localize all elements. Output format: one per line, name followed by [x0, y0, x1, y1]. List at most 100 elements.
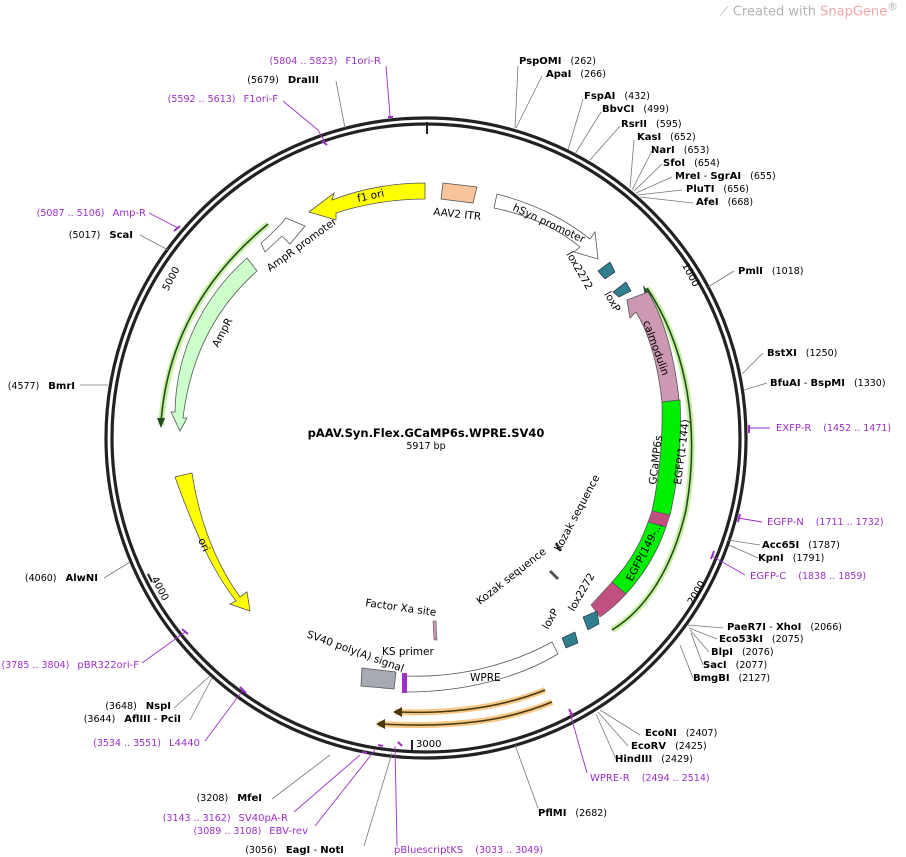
plasmid-length: 5917 bp — [406, 441, 445, 452]
enzyme-kpni[interactable]: KpnI(1791) — [758, 553, 824, 564]
plasmid-name: pAAV.Syn.Flex.GCaMP6s.WPRE.SV40 — [308, 426, 545, 440]
gcamp-tail-feature[interactable] — [590, 581, 627, 618]
primer-marks — [173, 116, 750, 754]
enzyme-apai[interactable]: ApaI(266) — [546, 69, 606, 80]
snapgene-logo-icon: ⟋ — [719, 4, 729, 20]
watermark-prefix: Created with — [732, 4, 821, 20]
enzyme-saci[interactable]: SacI(2077) — [703, 660, 767, 671]
highlight-arrow-a-strand — [397, 689, 546, 714]
primer-ebv-rev[interactable]: (3089 .. 3108)EBV-rev — [193, 826, 308, 837]
enzyme-labels-right: PspOMI(262) ApaI(266) FspAI(432) BbvCI(4… — [519, 56, 886, 819]
highlight-arrow-a-head — [393, 707, 402, 717]
ampr-strand-head — [157, 418, 165, 428]
enzyme-eagi-noti[interactable]: (3056)EagI - NotI — [245, 845, 344, 856]
hsyn-promoter-label: hSyn promoter — [511, 202, 588, 246]
enzyme-kasi[interactable]: KasI(652) — [637, 132, 696, 143]
enzyme-scai[interactable]: (5017)ScaI — [69, 230, 133, 241]
enzyme-fspai[interactable]: FspAI(432) — [584, 91, 650, 102]
primer-egfp-c[interactable]: EGFP-C(1838 .. 1859) — [750, 571, 866, 582]
enzyme-acc65i[interactable]: Acc65I(1787) — [762, 540, 840, 551]
primer-pbr322ori-f[interactable]: (3785 .. 3804)pBR322ori-F — [2, 660, 140, 671]
enzyme-pflmi[interactable]: PflMI(2682) — [538, 808, 607, 819]
enzyme-mrei-sgrai[interactable]: MreI - SgrAI(655) — [675, 171, 776, 182]
enzyme-bfuai-bspmi[interactable]: BfuAI - BspMI(1330) — [770, 378, 886, 389]
enzyme-afei[interactable]: AfeI(668) — [696, 197, 753, 208]
enzyme-eco53ki[interactable]: Eco53kI(2075) — [719, 634, 804, 645]
ampr-promoter-feature[interactable] — [260, 217, 306, 253]
primer-pbluescriptks[interactable]: pBluescriptKS(3033 .. 3049) — [394, 845, 543, 856]
wpre-label: WPRE — [470, 672, 501, 684]
enzyme-blpi[interactable]: BlpI(2076) — [711, 647, 774, 658]
kozak-mark-b — [548, 569, 560, 581]
highlight-arrow-b-head — [376, 719, 385, 729]
ks-primer-label: KS primer — [382, 646, 434, 658]
ori-label: ori — [195, 536, 212, 553]
enzyme-alwni[interactable]: (4060)AlwNI — [25, 573, 98, 584]
enzyme-ecorv[interactable]: EcoRV(2425) — [631, 741, 707, 752]
tick-3000: 3000 — [416, 739, 441, 750]
enzyme-bmri[interactable]: (4577)BmrI — [8, 381, 75, 392]
enzyme-paer7i-xhoi[interactable]: PaeR7I - XhoI(2066) — [727, 622, 842, 633]
hsyn-promoter-feature[interactable] — [493, 193, 599, 260]
watermark-brand: SnapGene — [820, 4, 888, 20]
enzyme-pmli[interactable]: PmlI(1018) — [738, 266, 804, 277]
kozak-label-b: Kozak sequence — [474, 546, 548, 608]
backbone-outer-ring — [104, 116, 748, 760]
primer-wpre-r[interactable]: WPRE-R(2494 .. 2514) — [590, 773, 710, 784]
primer-sv40pa-r[interactable]: (3143 .. 3162)SV40pA-R — [163, 813, 288, 824]
primer-exfp-r[interactable]: EXFP-R(1452 .. 1471) — [776, 423, 891, 434]
sv40-polya-feature[interactable] — [360, 667, 397, 690]
aav2-itr-label: AAV2 ITR — [433, 206, 482, 223]
factor-xa-label: Factor Xa site — [365, 597, 437, 619]
enzyme-nspi[interactable]: (3648)NspI — [105, 701, 171, 712]
primer-f1ori-f[interactable]: (5592 .. 5613)F1ori-F — [168, 94, 279, 105]
kozak-mark-a — [554, 542, 563, 552]
egfp-149-label: EGFP(149-... — [624, 520, 665, 583]
primer-egfp-n[interactable]: EGFP-N(1711 .. 1732) — [767, 517, 884, 528]
primer-labels: EXFP-R(1452 .. 1471) EGFP-N(1711 .. 1732… — [2, 56, 892, 856]
enzyme-sfoi[interactable]: SfoI(654) — [663, 158, 720, 169]
primer-amp-r[interactable]: (5087 .. 5106)Amp-R — [37, 208, 146, 219]
gcamp6s-label: GCaMP6s — [647, 435, 665, 486]
wpre-feature[interactable] — [405, 641, 559, 693]
tick-4000-mark — [147, 573, 153, 583]
enzyme-bstxi[interactable]: BstXI(1250) — [767, 348, 837, 359]
tick-1000: 1000 — [679, 261, 701, 289]
gcamp6s-strand — [611, 287, 693, 631]
ampr-feature[interactable] — [170, 257, 258, 432]
enzyme-hindiii[interactable]: HindIII(2429) — [615, 754, 693, 765]
ori-feature[interactable] — [174, 472, 251, 612]
enzyme-afliii-pcii[interactable]: (3644)AflIII - PciI — [84, 714, 181, 725]
loxp-feature-bottom[interactable] — [561, 631, 579, 649]
lox2272-feature-bottom[interactable] — [582, 610, 600, 631]
loxp-label-bottom: loxP — [540, 607, 561, 632]
f1-ori-feature[interactable] — [308, 182, 426, 221]
enzyme-mfei[interactable]: (3208)MfeI — [197, 793, 262, 804]
ampr-promoter-label: AmpR promoter — [265, 215, 340, 274]
f1-ori-label: f1 ori — [356, 188, 385, 205]
enzyme-draiii[interactable]: (5679)DraIII — [247, 75, 319, 86]
snapgene-watermark: ⟋ Created with SnapGene® — [720, 0, 898, 19]
primer-f1ori-r[interactable]: (5804 .. 5823)F1ori-R — [269, 56, 381, 67]
enzyme-nari[interactable]: NarI(653) — [651, 145, 709, 156]
enzyme-rsrii[interactable]: RsrII(595) — [621, 119, 682, 130]
enzyme-labels-left: (3056)EagI - NotI (3208)MfeI (3648)NspI … — [8, 75, 344, 856]
ks-primer-feature[interactable] — [402, 673, 407, 693]
loxp-feature-top[interactable] — [612, 281, 632, 298]
kozak-label-a: Kozak sequence — [552, 473, 602, 553]
ampr-strand — [160, 223, 269, 423]
primer-l4440[interactable]: (3534 .. 3551)L4440 — [93, 738, 200, 749]
watermark-mark: ® — [887, 0, 898, 13]
enzyme-pluti[interactable]: PluTI(656) — [686, 184, 749, 195]
enzyme-leaders — [80, 65, 768, 847]
aav2-itr-feature[interactable] — [440, 182, 478, 204]
factor-xa-feature[interactable] — [432, 620, 438, 641]
enzyme-bbvci[interactable]: BbvCI(499) — [602, 104, 669, 115]
lox2272-feature-top[interactable] — [597, 261, 616, 280]
highlight-arrow-b-strand — [381, 701, 553, 726]
primer-leaders — [141, 65, 770, 847]
enzyme-bmgbi[interactable]: BmgBI(2127) — [693, 673, 770, 684]
enzyme-econi[interactable]: EcoNI(2407) — [645, 728, 717, 739]
enzyme-pspomi[interactable]: PspOMI(262) — [519, 56, 596, 67]
